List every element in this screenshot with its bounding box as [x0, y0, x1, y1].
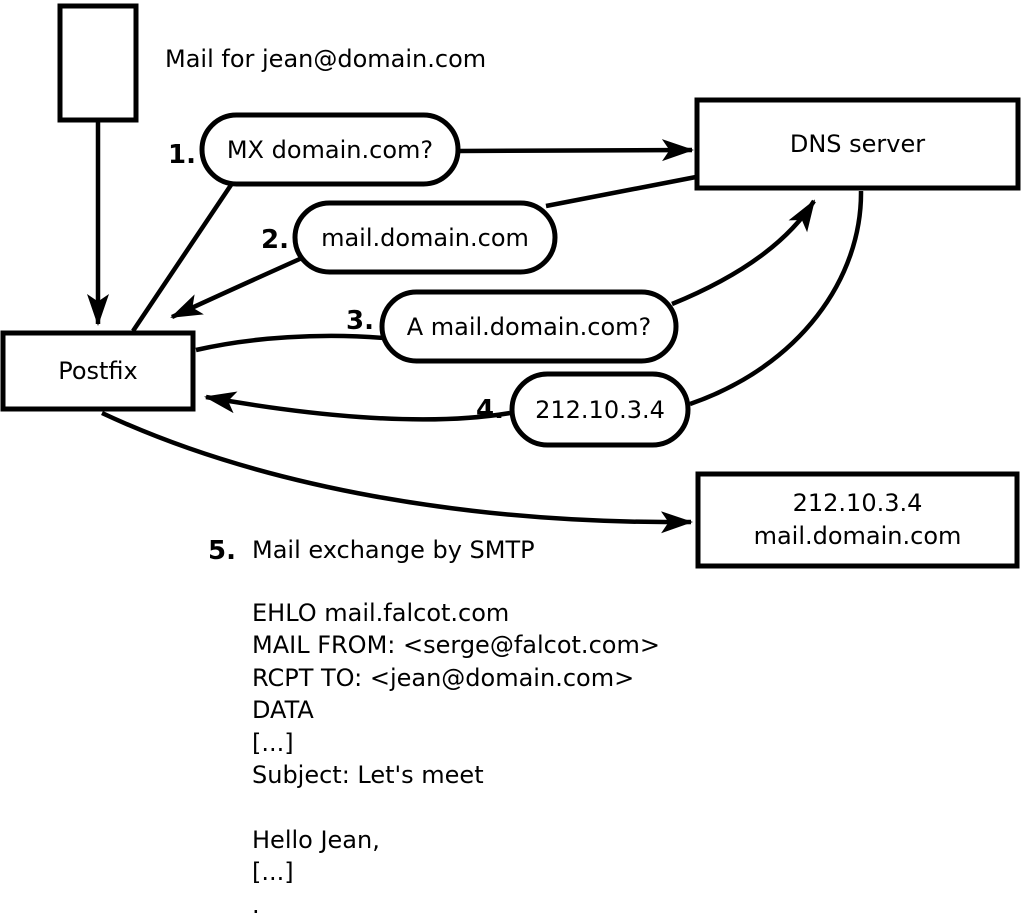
tail-postfix-to-query-3 [195, 333, 385, 353]
step-number-1: 1. [168, 140, 196, 170]
mail-server-node-label: 212.10.3.4 mail.domain.com [698, 474, 1017, 566]
postfix-node-label: Postfix [58, 357, 138, 385]
mail-source-label: Mail for jean@domain.com [165, 45, 487, 73]
response-4-pill [509, 371, 691, 448]
smtp-line-ehlo: EHLO mail.falcot.com [252, 599, 510, 627]
smtp-line-subject: Subject: Let's meet [252, 760, 484, 789]
query-3-pill [379, 289, 679, 364]
postfix-box [0, 330, 196, 412]
dns-server-node-label: DNS server [789, 130, 926, 158]
step-number-5: 5. [208, 536, 236, 566]
arrow-response-4-to-postfix [204, 391, 511, 422]
arrow-query-3-to-dns [671, 199, 816, 307]
smtp-line-ellipsis-2: [...] [252, 858, 294, 887]
mail-server-hostname: mail.domain.com [753, 522, 962, 550]
step-number-3: 3. [346, 306, 374, 336]
arrow-response-2-to-postfix [170, 255, 303, 320]
arrow-query-1-to-dns [458, 139, 694, 162]
smtp-line-blank [252, 791, 660, 823]
smtp-line-ellipsis-1: [...] [252, 728, 294, 757]
smtp-exchange-label: Mail exchange by SMTP [252, 536, 535, 564]
tail-postfix-to-query-1 [131, 180, 235, 333]
tail-dns-to-response-4 [689, 190, 864, 407]
smtp-session-block: EHLO mail.falcot.com MAIL FROM: <serge@f… [252, 597, 660, 919]
response-2-pill [292, 200, 558, 275]
smtp-line-rcpt-to: RCPT TO: <jean@domain.com> [252, 663, 635, 692]
arrow-smtp-postfix-to-mailserver [101, 410, 693, 534]
query-1-label: MX domain.com? [226, 135, 434, 164]
response-4-label: 212.10.3.4 [535, 395, 665, 424]
message-box [57, 3, 139, 123]
query-1-pill [199, 112, 461, 187]
smtp-line-end-dot: . [252, 890, 260, 919]
smtp-line-hello: Hello Jean, [252, 825, 380, 854]
query-3-label: A mail.domain.com? [406, 312, 652, 341]
dns-server-box [694, 97, 1021, 191]
mail-server-ip: 212.10.3.4 [792, 489, 923, 517]
mail-server-box [695, 471, 1020, 569]
smtp-line-data: DATA [252, 696, 314, 725]
step-number-2: 2. [261, 225, 289, 255]
smtp-line-mail-from: MAIL FROM: <serge@falcot.com> [252, 631, 660, 660]
step-number-4: 4. [476, 395, 504, 425]
tail-dns-to-response-2 [545, 174, 697, 209]
response-2-label: mail.domain.com [321, 223, 529, 252]
